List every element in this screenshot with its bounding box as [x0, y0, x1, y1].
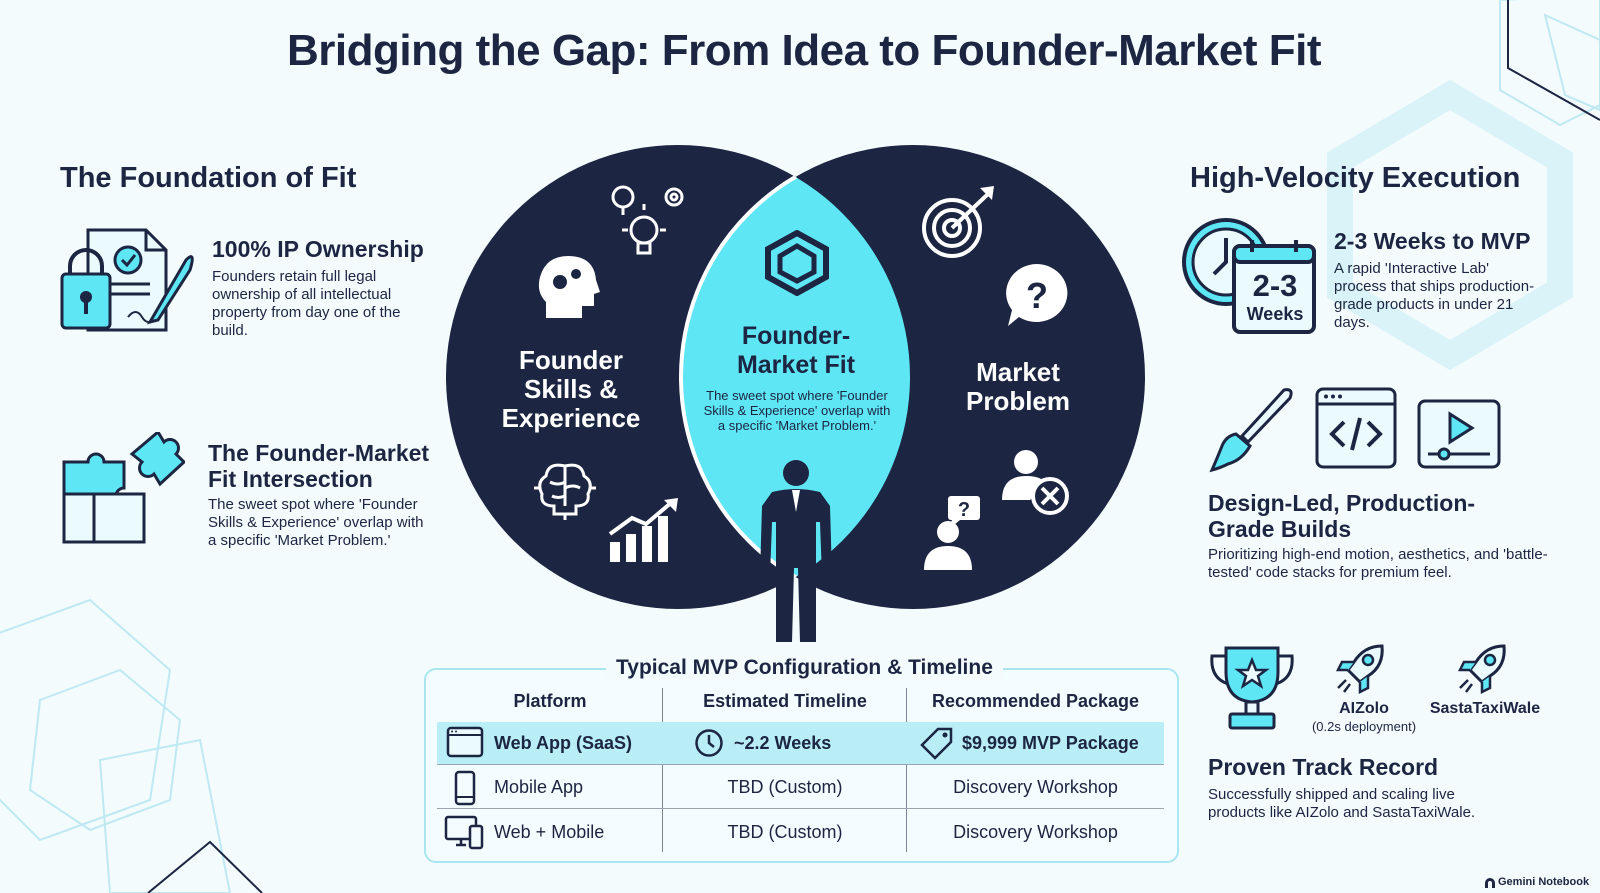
mvp-table-title: Typical MVP Configuration & Timeline	[606, 656, 1003, 680]
table-header-platform: Platform	[513, 691, 587, 711]
execution-section-title: High-Velocity Execution	[1190, 162, 1521, 194]
rocket-icon	[1457, 644, 1506, 695]
weeks-to-mvp-title: 2-3 Weeks to MVP	[1334, 228, 1531, 254]
design-builds-desc: Prioritizing high-end motion, aesthetics…	[1208, 546, 1548, 581]
ip-ownership-desc: Founders retain full legal ownership of …	[212, 268, 401, 339]
ip-ownership-title: 100% IP Ownership	[212, 236, 424, 262]
clock-calendar-icon	[1182, 218, 1316, 334]
market-problem-label: Market Problem	[965, 357, 1071, 416]
founder-silhouette-icon	[760, 460, 832, 642]
table-divider	[906, 688, 907, 852]
weeks-to-mvp-desc: A rapid 'Interactive Lab' process that s…	[1334, 260, 1535, 331]
row-mobile-package: Discovery Workshop	[953, 777, 1118, 797]
puzzle-icon	[62, 432, 185, 544]
row-web-mobile-timeline: TBD (Custom)	[727, 822, 843, 842]
track-record-desc: Successfully shipped and scaling live pr…	[1208, 786, 1476, 821]
trophy-icon	[1210, 646, 1294, 730]
foundation-section-title: The Foundation of Fit	[60, 162, 357, 194]
paintbrush-icon	[1209, 388, 1293, 473]
table-header-package: Recommended Package	[931, 691, 1140, 711]
browser-window-icon	[446, 726, 484, 758]
row-web-app-platform: Web App (SaaS)	[494, 733, 633, 753]
svg-text:?: ?	[958, 499, 970, 521]
user-question-icon: ?	[924, 496, 980, 570]
brain-icon	[534, 463, 596, 520]
head-gears-icon	[538, 256, 600, 318]
row-web-mobile-package: Discovery Workshop	[953, 822, 1118, 842]
calendar-number: 2-3	[1252, 268, 1298, 303]
price-tag-icon	[920, 727, 953, 760]
clock-icon	[695, 729, 723, 757]
growth-chart-icon	[608, 498, 678, 562]
target-icon	[922, 186, 994, 258]
gemini-logo-icon	[1485, 878, 1495, 888]
video-player-icon	[1417, 399, 1501, 469]
desktop-mobile-icon	[444, 815, 484, 850]
row-web-mobile-platform: Web + Mobile	[494, 822, 605, 842]
code-window-icon	[1315, 387, 1397, 469]
table-row	[437, 722, 1164, 764]
founder-market-fit-label: Founder-Market Fit	[736, 322, 856, 379]
product-aizolo-note: (0.2s deployment)	[1311, 719, 1417, 734]
table-divider	[437, 808, 1164, 809]
row-mobile-timeline: TBD (Custom)	[727, 777, 843, 797]
row-mobile-platform: Mobile App	[494, 777, 584, 797]
row-web-app-package: $9,999 MVP Package	[962, 733, 1139, 753]
fit-intersection-desc: The sweet spot where 'Founder Skills & E…	[208, 496, 424, 549]
founder-market-fit-desc: The sweet spot where 'Founder Skills & E…	[703, 388, 891, 433]
product-aizolo-name: AIZolo	[1339, 700, 1389, 717]
rocket-icon	[1335, 644, 1384, 695]
design-builds-title: Design-Led, Production-Grade Builds	[1208, 490, 1476, 542]
brand-label: Gemini Notebook	[1498, 876, 1590, 888]
user-rejected-icon	[1002, 450, 1069, 515]
founder-skills-label: Founder Skills & Experience	[501, 345, 641, 433]
ip-ownership-icon	[60, 228, 194, 332]
hexagon-logo-icon	[765, 230, 829, 296]
svg-text:?: ?	[1026, 275, 1048, 316]
table-divider	[662, 688, 663, 852]
mvp-table	[424, 668, 1179, 863]
fit-intersection-title: The Founder-Market Fit Intersection	[208, 440, 430, 492]
table-divider	[437, 764, 1164, 765]
lightbulb-gear-icon	[611, 185, 684, 255]
row-web-app-timeline: ~2.2 Weeks	[734, 733, 832, 753]
page-title: Bridging the Gap: From Idea to Founder-M…	[287, 26, 1321, 75]
smartphone-icon	[454, 770, 476, 806]
track-record-title: Proven Track Record	[1208, 754, 1439, 780]
calendar-unit: Weeks	[1246, 304, 1304, 324]
table-header-timeline: Estimated Timeline	[703, 691, 867, 711]
question-bubble-icon: ?	[1006, 264, 1068, 326]
product-sastataxiwale-name: SastaTaxiWale	[1429, 700, 1541, 717]
